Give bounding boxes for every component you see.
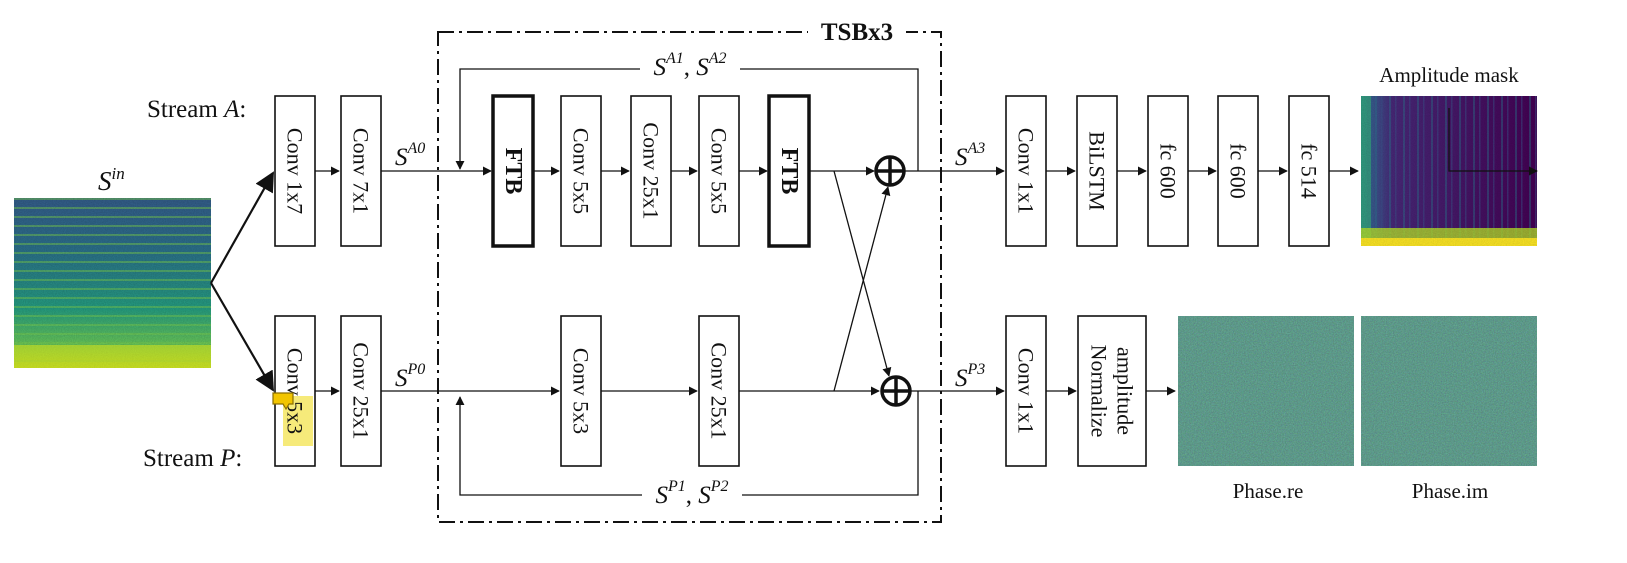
- svg-text:fc 514: fc 514: [1297, 143, 1322, 199]
- sp1-sp2-label: SP1, SP2: [655, 478, 728, 509]
- p-tsb-conv25x1: Conv 25x1: [698, 315, 740, 467]
- svg-text:Conv 1x7: Conv 1x7: [283, 128, 308, 214]
- sp0-label: SP0: [395, 361, 425, 392]
- svg-text:Conv 1x1: Conv 1x1: [1014, 348, 1039, 434]
- svg-text:Conv 5x3: Conv 5x3: [569, 348, 594, 434]
- p-out-conv1x1: Conv 1x1: [1005, 315, 1047, 467]
- sa1-sa2-label: SA1, SA2: [653, 50, 726, 81]
- input-to-p-arrow: [210, 282, 274, 392]
- svg-text:Conv 1x1: Conv 1x1: [1014, 128, 1039, 214]
- amplitude-mask-label: Amplitude mask: [1379, 63, 1519, 87]
- fc600-2-block: fc 600: [1217, 95, 1259, 247]
- svg-text:Conv 25x1: Conv 25x1: [349, 342, 374, 439]
- svg-text:Conv 7x1: Conv 7x1: [349, 128, 374, 214]
- ftb1-block: FTB: [491, 94, 535, 248]
- a-conv1x7-block: Conv 1x7: [274, 95, 316, 247]
- a-tsb-conv25x1: Conv 25x1: [630, 95, 672, 247]
- svg-text:Conv 5x5: Conv 5x5: [569, 128, 594, 214]
- a-tsb-conv5x5-2: Conv 5x5: [698, 95, 740, 247]
- phase-im-image: [1361, 316, 1537, 466]
- comment-icon[interactable]: [272, 392, 294, 411]
- p-feedback-loop: [455, 391, 919, 496]
- svg-text:amplitude: amplitude: [1113, 347, 1138, 435]
- a-to-p-cross: [833, 170, 892, 377]
- p-add-node: [880, 375, 912, 407]
- p-tsb-conv5x3: Conv 5x3: [560, 315, 602, 467]
- input-to-a-arrow: [210, 171, 274, 284]
- svg-text:fc 600: fc 600: [1226, 143, 1251, 199]
- stream-a-label: Stream A:: [147, 96, 246, 123]
- svg-text:Normalize: Normalize: [1087, 345, 1112, 438]
- a-add-node: [874, 155, 906, 187]
- stream-p-label: Stream P:: [143, 445, 242, 472]
- sp3-label: SP3: [955, 361, 985, 392]
- phase-re-label: Phase.re: [1233, 479, 1304, 503]
- a-tsb-conv5x5-1: Conv 5x5: [560, 95, 602, 247]
- svg-text:Conv 5x5: Conv 5x5: [707, 128, 732, 214]
- fc514-block: fc 514: [1288, 95, 1330, 247]
- p-conv25x1-block: Conv 25x1: [340, 315, 382, 467]
- a-conv7x1-block: Conv 7x1: [340, 95, 382, 247]
- svg-text:Conv 25x1: Conv 25x1: [707, 342, 732, 439]
- amplitude-mask-image: [1361, 96, 1538, 246]
- svg-text:BiLSTM: BiLSTM: [1085, 131, 1110, 210]
- input-label: Sin: [98, 164, 125, 196]
- phase-re-image: [1178, 316, 1354, 466]
- sa3-label: SA3: [955, 140, 985, 171]
- phase-im-label: Phase.im: [1412, 479, 1488, 503]
- bilstm-block: BiLSTM: [1076, 95, 1118, 247]
- svg-text:Conv 25x1: Conv 25x1: [639, 122, 664, 219]
- svg-text:Conv 5x3: Conv 5x3: [283, 348, 308, 434]
- tsb-frame: [437, 31, 942, 523]
- a-out-conv1x1: Conv 1x1: [1005, 95, 1047, 247]
- fc600-1-block: fc 600: [1147, 95, 1189, 247]
- svg-text:fc 600: fc 600: [1156, 143, 1181, 199]
- ftb2-block: FTB: [767, 94, 811, 248]
- p-to-a-cross: [833, 186, 891, 392]
- p-conv5x3-block: Conv 5x3: [272, 315, 316, 467]
- svg-text:FTB: FTB: [776, 148, 802, 195]
- normalize-amplitude-block: Normalize amplitude: [1077, 315, 1147, 467]
- tsb-title: TSBx3: [821, 19, 893, 46]
- sa0-label: SA0: [395, 140, 425, 171]
- input-spectrogram: [14, 198, 211, 368]
- svg-text:FTB: FTB: [500, 148, 526, 195]
